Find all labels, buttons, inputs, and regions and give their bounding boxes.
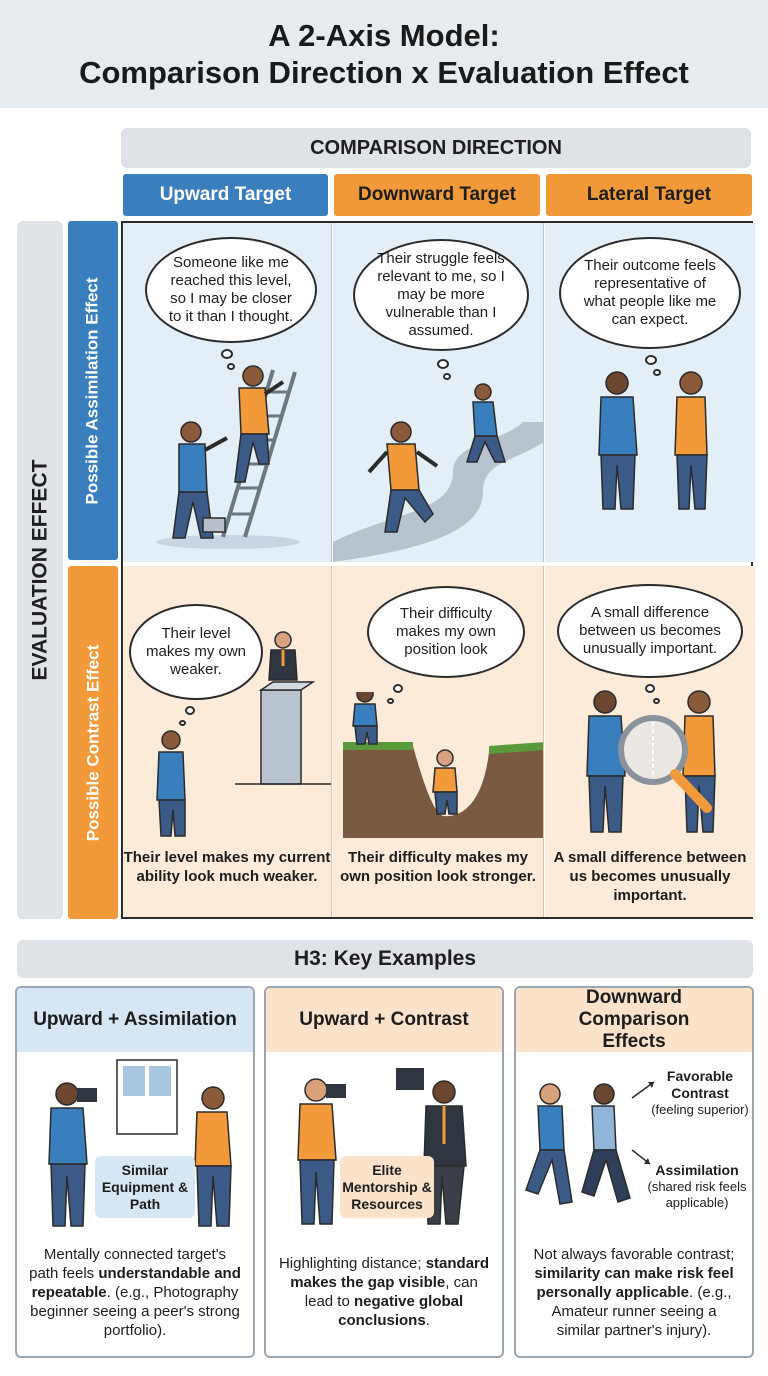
y-axis-label: EVALUATION EFFECT	[17, 221, 63, 919]
note-favorable-contrast: Favorable Contrast(feeling superior)	[651, 1068, 749, 1117]
page-title-line-1: A 2-Axis Model:	[268, 18, 500, 53]
cell-upward-contrast: Their level makes my own weaker. Their l…	[123, 566, 332, 917]
header: A 2-Axis Model: Comparison Direction x E…	[0, 0, 768, 108]
cell-lateral-assimilation: Their outcome feels representative of wh…	[545, 223, 755, 562]
column-header-lateral: Lateral Target	[546, 174, 752, 216]
cell-caption: A small difference between us becomes un…	[553, 849, 747, 904]
thought-bubble: Their difficulty makes my own position l…	[367, 586, 525, 678]
pedestal-illustration	[156, 631, 331, 837]
cell-upward-assimilation: Someone like me reached this level, so I…	[123, 223, 332, 562]
x-axis-label: COMPARISON DIRECTION	[121, 128, 751, 168]
examples-heading: H3: Key Examples	[17, 940, 753, 978]
thought-bubble: Their struggle feels relevant to me, so …	[353, 239, 529, 351]
matrix-grid: Someone like me reached this level, so I…	[121, 221, 755, 919]
card-title: Upward + Contrast	[266, 988, 502, 1052]
card-title: Upward + Assimilation	[17, 988, 253, 1052]
card-tag: Elite Mentorship & Resources	[340, 1156, 434, 1218]
card-body: Not always favorable contrast; similarit…	[533, 1245, 735, 1339]
card-title: Downward Comparison Effects	[516, 988, 752, 1052]
elite-mentor-illustration	[297, 1068, 467, 1225]
cell-lateral-contrast: A small difference between us becomes un…	[545, 566, 755, 917]
thought-bubble: Their level makes my own weaker.	[129, 604, 263, 700]
card-body: Highlighting distance; standard makes th…	[278, 1255, 490, 1329]
ditch-illustration	[343, 692, 543, 838]
ladder-climb-illustration	[156, 365, 300, 549]
thought-bubble: Their outcome feels representative of wh…	[559, 237, 741, 349]
card-body: Mentally connected target's path feels u…	[29, 1245, 241, 1339]
card-tag: Similar Equipment & Path	[95, 1156, 195, 1218]
example-card-downward-comparison: Downward Comparison Effects Favorable Co…	[514, 986, 754, 1358]
magnifying-glass-illustration	[586, 690, 716, 833]
slippery-path-illustration	[333, 383, 543, 562]
cell-caption: Their level makes my current ability loo…	[123, 849, 331, 885]
photographer-peer-illustration	[48, 1059, 232, 1227]
row-header-contrast: Possible Contrast Effect	[68, 566, 118, 919]
note-assimilation: Assimilation(shared risk feels applicabl…	[647, 1162, 747, 1210]
runners-illustration	[525, 1081, 655, 1205]
row-header-assimilation: Possible Assimilation Effect	[68, 221, 118, 560]
thought-bubble: Someone like me reached this level, so I…	[145, 237, 317, 343]
page-title-line-2: Comparison Direction x Evaluation Effect	[79, 55, 689, 90]
cell-downward-assimilation: Their struggle feels relevant to me, so …	[333, 223, 544, 562]
column-header-downward: Downward Target	[334, 174, 540, 216]
example-card-upward-contrast: Upward + Contrast Elite Mentorship & Res…	[264, 986, 504, 1358]
cell-caption: Their difficulty makes my own position l…	[340, 849, 536, 885]
example-card-upward-assimilation: Upward + Assimilation Similar Equipment …	[15, 986, 255, 1358]
column-header-upward: Upward Target	[123, 174, 328, 216]
thought-bubble: A small difference between us becomes un…	[557, 584, 743, 678]
cell-downward-contrast: Their difficulty makes my own position l…	[333, 566, 544, 917]
peers-side-by-side-illustration	[598, 371, 708, 510]
